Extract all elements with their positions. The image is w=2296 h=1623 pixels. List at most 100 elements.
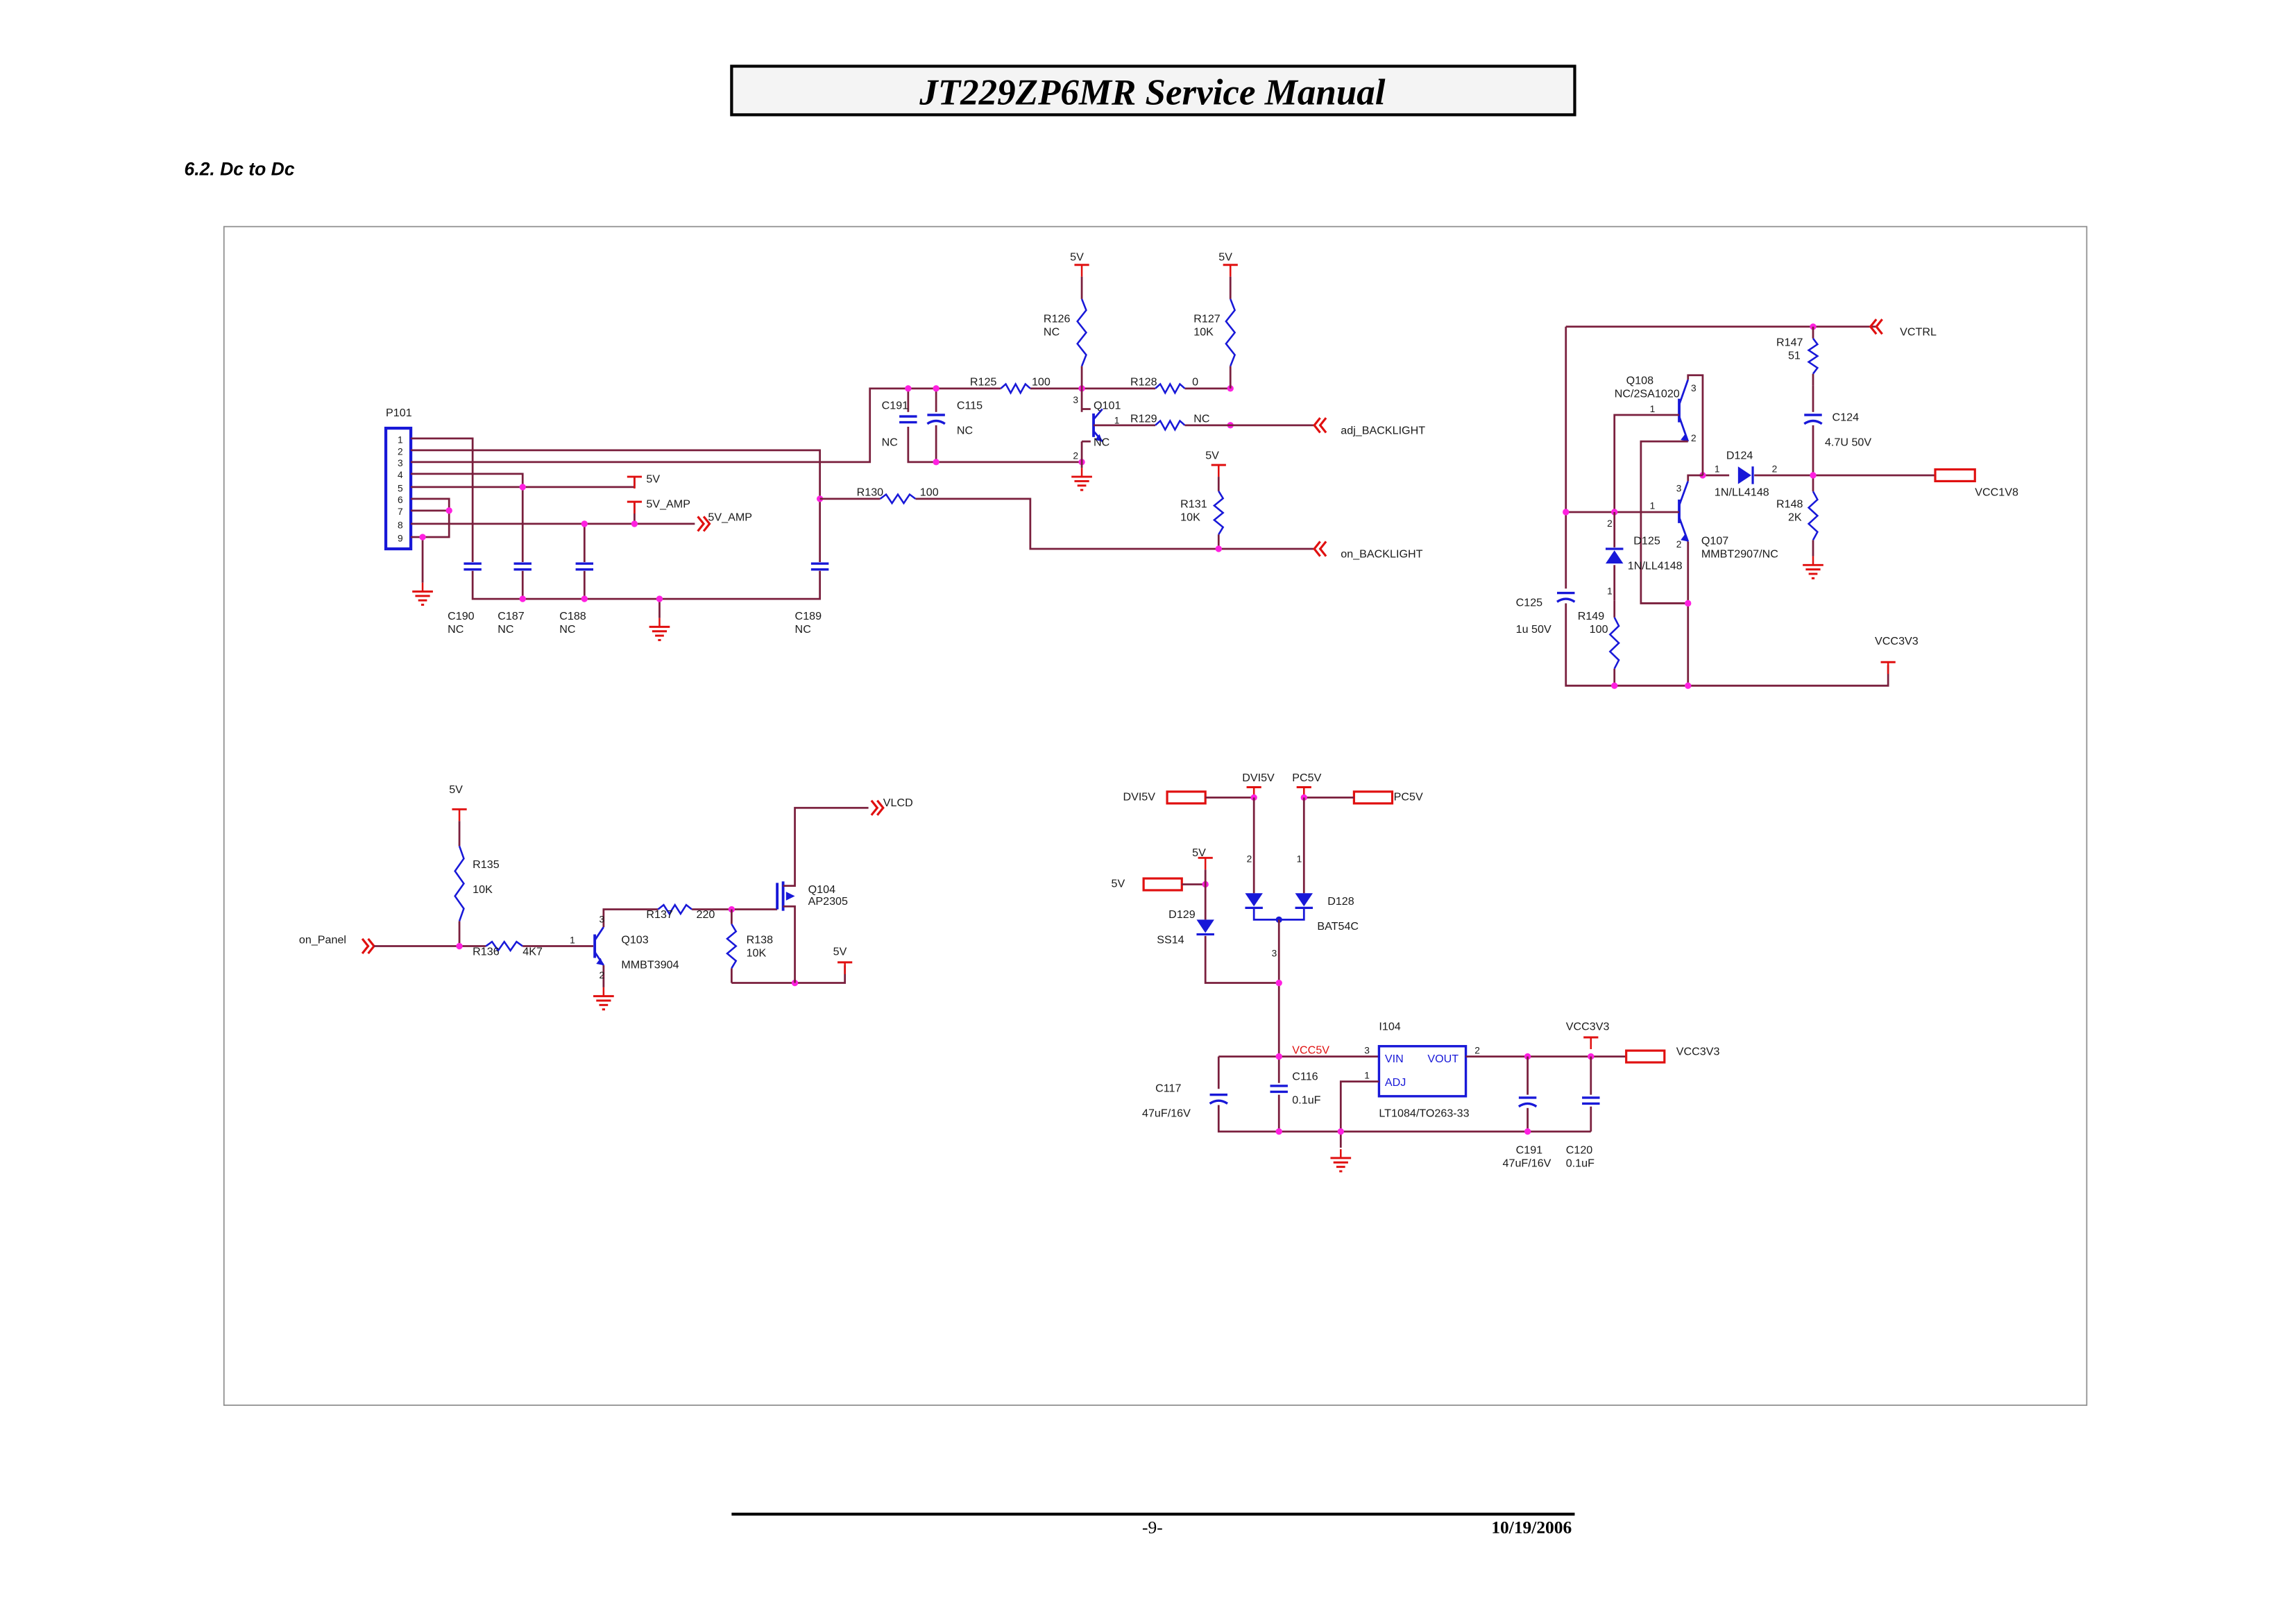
label-r126-ref: R126 xyxy=(1044,312,1071,325)
junction-dot xyxy=(456,942,463,950)
wire xyxy=(1204,935,1279,984)
label-c115-ref: C115 xyxy=(957,400,983,412)
label-vcc3v3-top: VCC3V3 xyxy=(1875,635,1919,647)
label-vctrl: VCTRL xyxy=(1900,325,1937,338)
capacitor-c125-plate xyxy=(1556,597,1576,603)
connector-p101 xyxy=(384,426,413,551)
junction-dot xyxy=(656,595,663,602)
label-q101-val: NC xyxy=(1094,436,1110,449)
label-p101: P101 xyxy=(386,407,412,419)
resistor-r131 xyxy=(1212,491,1225,535)
label-c125-val: 1u 50V xyxy=(1516,623,1551,636)
offpage-connector-icon xyxy=(876,799,885,816)
diode-d125 xyxy=(1606,550,1624,564)
resistor-r129 xyxy=(1155,418,1186,432)
footer-date: 10/19/2006 xyxy=(1491,1518,1572,1538)
label-q103-pin3: 3 xyxy=(599,915,605,925)
label-pwr-5v-d129: 5V xyxy=(1192,847,1206,859)
mosfet-q104-drain xyxy=(783,806,869,887)
label-r138-ref: R138 xyxy=(747,933,774,946)
label-adj-backlight: adj_BACKLIGHT xyxy=(1341,425,1425,437)
label-r131-ref: R131 xyxy=(1180,498,1207,511)
label-p101-pin1: 1 xyxy=(398,434,403,445)
label-i104-pin1: 1 xyxy=(1364,1070,1370,1080)
junction-dot xyxy=(1275,979,1282,987)
label-vlcd: VLCD xyxy=(883,797,913,809)
label-r128-ref: R128 xyxy=(1130,376,1157,389)
label-d125-pin1: 1 xyxy=(1607,586,1613,597)
transistor-q101-collector xyxy=(1092,408,1103,420)
label-d124-ref: D124 xyxy=(1726,450,1753,462)
label-q103-ref: Q103 xyxy=(621,933,648,946)
label-c188-val: NC xyxy=(559,623,576,636)
label-pc5v-port: PC5V xyxy=(1394,791,1423,804)
label-q101-ref: Q101 xyxy=(1094,400,1121,412)
port-box xyxy=(1934,468,1976,483)
label-r148-val: 2K xyxy=(1788,511,1802,524)
offpage-connector-icon xyxy=(1313,541,1321,557)
label-q104-val: AP2305 xyxy=(808,895,848,908)
junction-dot xyxy=(519,484,526,491)
label-d124-pin1: 1 xyxy=(1715,464,1720,475)
resistor-r130 xyxy=(879,493,917,505)
label-q108-pin1: 1 xyxy=(1650,404,1656,414)
wire xyxy=(1613,414,1680,512)
junction-dot xyxy=(1685,682,1692,689)
junction-dot xyxy=(1215,545,1222,552)
label-r147-val: 51 xyxy=(1788,349,1801,362)
wire xyxy=(1565,603,1889,687)
mosfet-q104-arrow xyxy=(785,892,795,901)
label-i104-pin2: 2 xyxy=(1474,1045,1480,1055)
label-pwr-5v-r126: 5V xyxy=(1070,250,1084,263)
offpage-connector-icon xyxy=(361,937,370,955)
wire xyxy=(731,965,847,984)
junction-dot xyxy=(1611,509,1618,516)
offpage-connector-icon xyxy=(1869,318,1878,335)
label-pwr-5v-r131: 5V xyxy=(1205,450,1219,462)
transistor-q103-arrow xyxy=(596,958,604,966)
junction-dot xyxy=(419,534,426,541)
label-r129-val: NC xyxy=(1193,413,1210,425)
label-r138-val: 10K xyxy=(747,946,767,959)
label-q108-pin2: 2 xyxy=(1691,433,1697,443)
offpage-connector-icon xyxy=(870,799,879,816)
wire xyxy=(1640,440,1688,604)
label-p101-pin4: 4 xyxy=(398,470,403,480)
label-r137-ref: R137 xyxy=(646,908,673,921)
label-vcc5v: VCC5V xyxy=(1292,1044,1329,1056)
transistor-q107-collector xyxy=(1678,480,1690,506)
label-r131-val: 10K xyxy=(1180,511,1200,524)
label-net-5v-amp: 5V_AMP xyxy=(708,511,752,524)
label-i104-val: LT1084/TO263-33 xyxy=(1379,1107,1469,1120)
label-c125-ref: C125 xyxy=(1516,597,1543,609)
label-p101-pin7: 7 xyxy=(398,507,403,517)
junction-dot xyxy=(631,520,638,527)
label-r127-ref: R127 xyxy=(1193,312,1221,325)
transistor-q107-emitter xyxy=(1678,516,1690,542)
label-dvi5v-port: DVI5V xyxy=(1123,791,1155,804)
wire xyxy=(411,437,474,563)
junction-dot xyxy=(581,595,588,602)
wire xyxy=(907,426,1082,464)
junction-dot xyxy=(1563,509,1570,516)
label-i104-adj: ADJ xyxy=(1385,1076,1406,1089)
label-r137-val: 220 xyxy=(696,908,715,921)
label-c124-val: 4.7U 50V xyxy=(1825,436,1871,449)
junction-dot xyxy=(1810,472,1817,479)
label-pwr-5v-amp: 5V_AMP xyxy=(646,498,690,511)
resistor-r126 xyxy=(1076,298,1088,367)
port-box xyxy=(1352,790,1394,805)
label-pwr-5v-r135: 5V xyxy=(449,783,463,796)
label-r149-val: 100 xyxy=(1590,623,1608,636)
capacitor-c117-plate xyxy=(1209,1099,1228,1105)
label-c120-ref: C120 xyxy=(1566,1144,1593,1157)
resistor-r148 xyxy=(1807,491,1819,541)
label-r149-ref: R149 xyxy=(1578,610,1605,622)
offpage-connector-icon xyxy=(697,516,706,532)
label-c191b-ref: C191 xyxy=(1516,1144,1543,1157)
label-d125-ref: D125 xyxy=(1633,535,1660,547)
wire xyxy=(1687,474,1703,482)
capacitor-c191-plate xyxy=(1517,1102,1538,1108)
label-d128-val: BAT54C xyxy=(1317,920,1359,933)
